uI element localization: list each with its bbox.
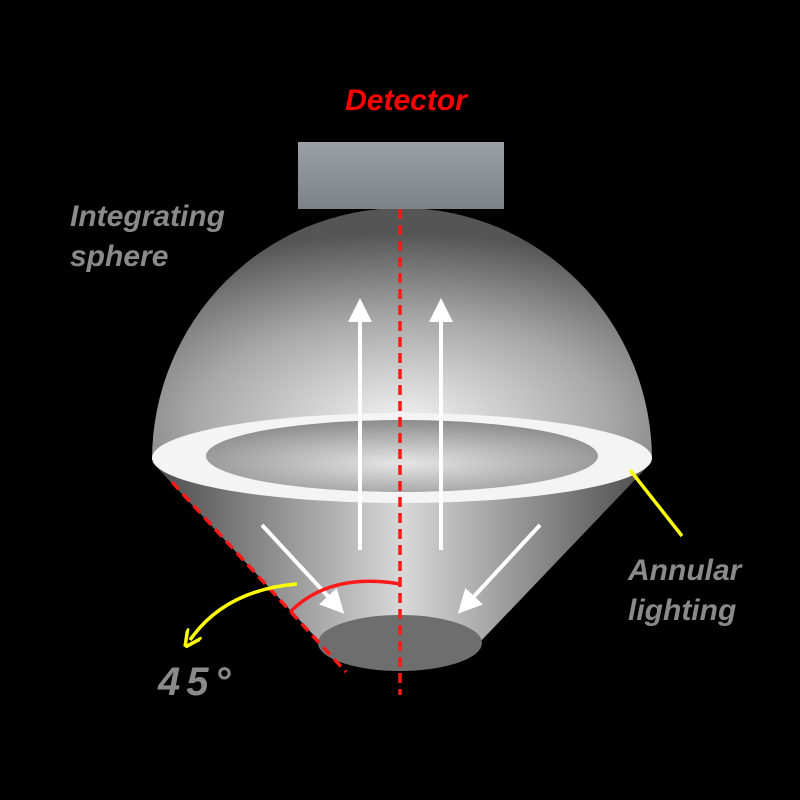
integrating-sphere-dome [152,208,652,460]
incident-light-arrow-left [260,523,345,614]
annular-label-line2: lighting [628,594,736,627]
detector-label: Detector [345,84,469,117]
ring-inner-opening [206,420,598,492]
cone-edge-dashed [170,480,348,674]
cone-body [152,462,652,670]
angle-arc [288,579,401,614]
detector-block [298,142,504,209]
angle-label: 45° [157,660,237,704]
sphere-label-line1: Integrating [70,200,225,233]
annular-pointer-line [628,468,684,538]
incident-light-arrow-right [457,523,542,614]
sphere-label-line2: sphere [70,240,168,273]
angle-pointer-arrow [190,582,298,640]
annular-label-line1: Annular [627,554,744,587]
